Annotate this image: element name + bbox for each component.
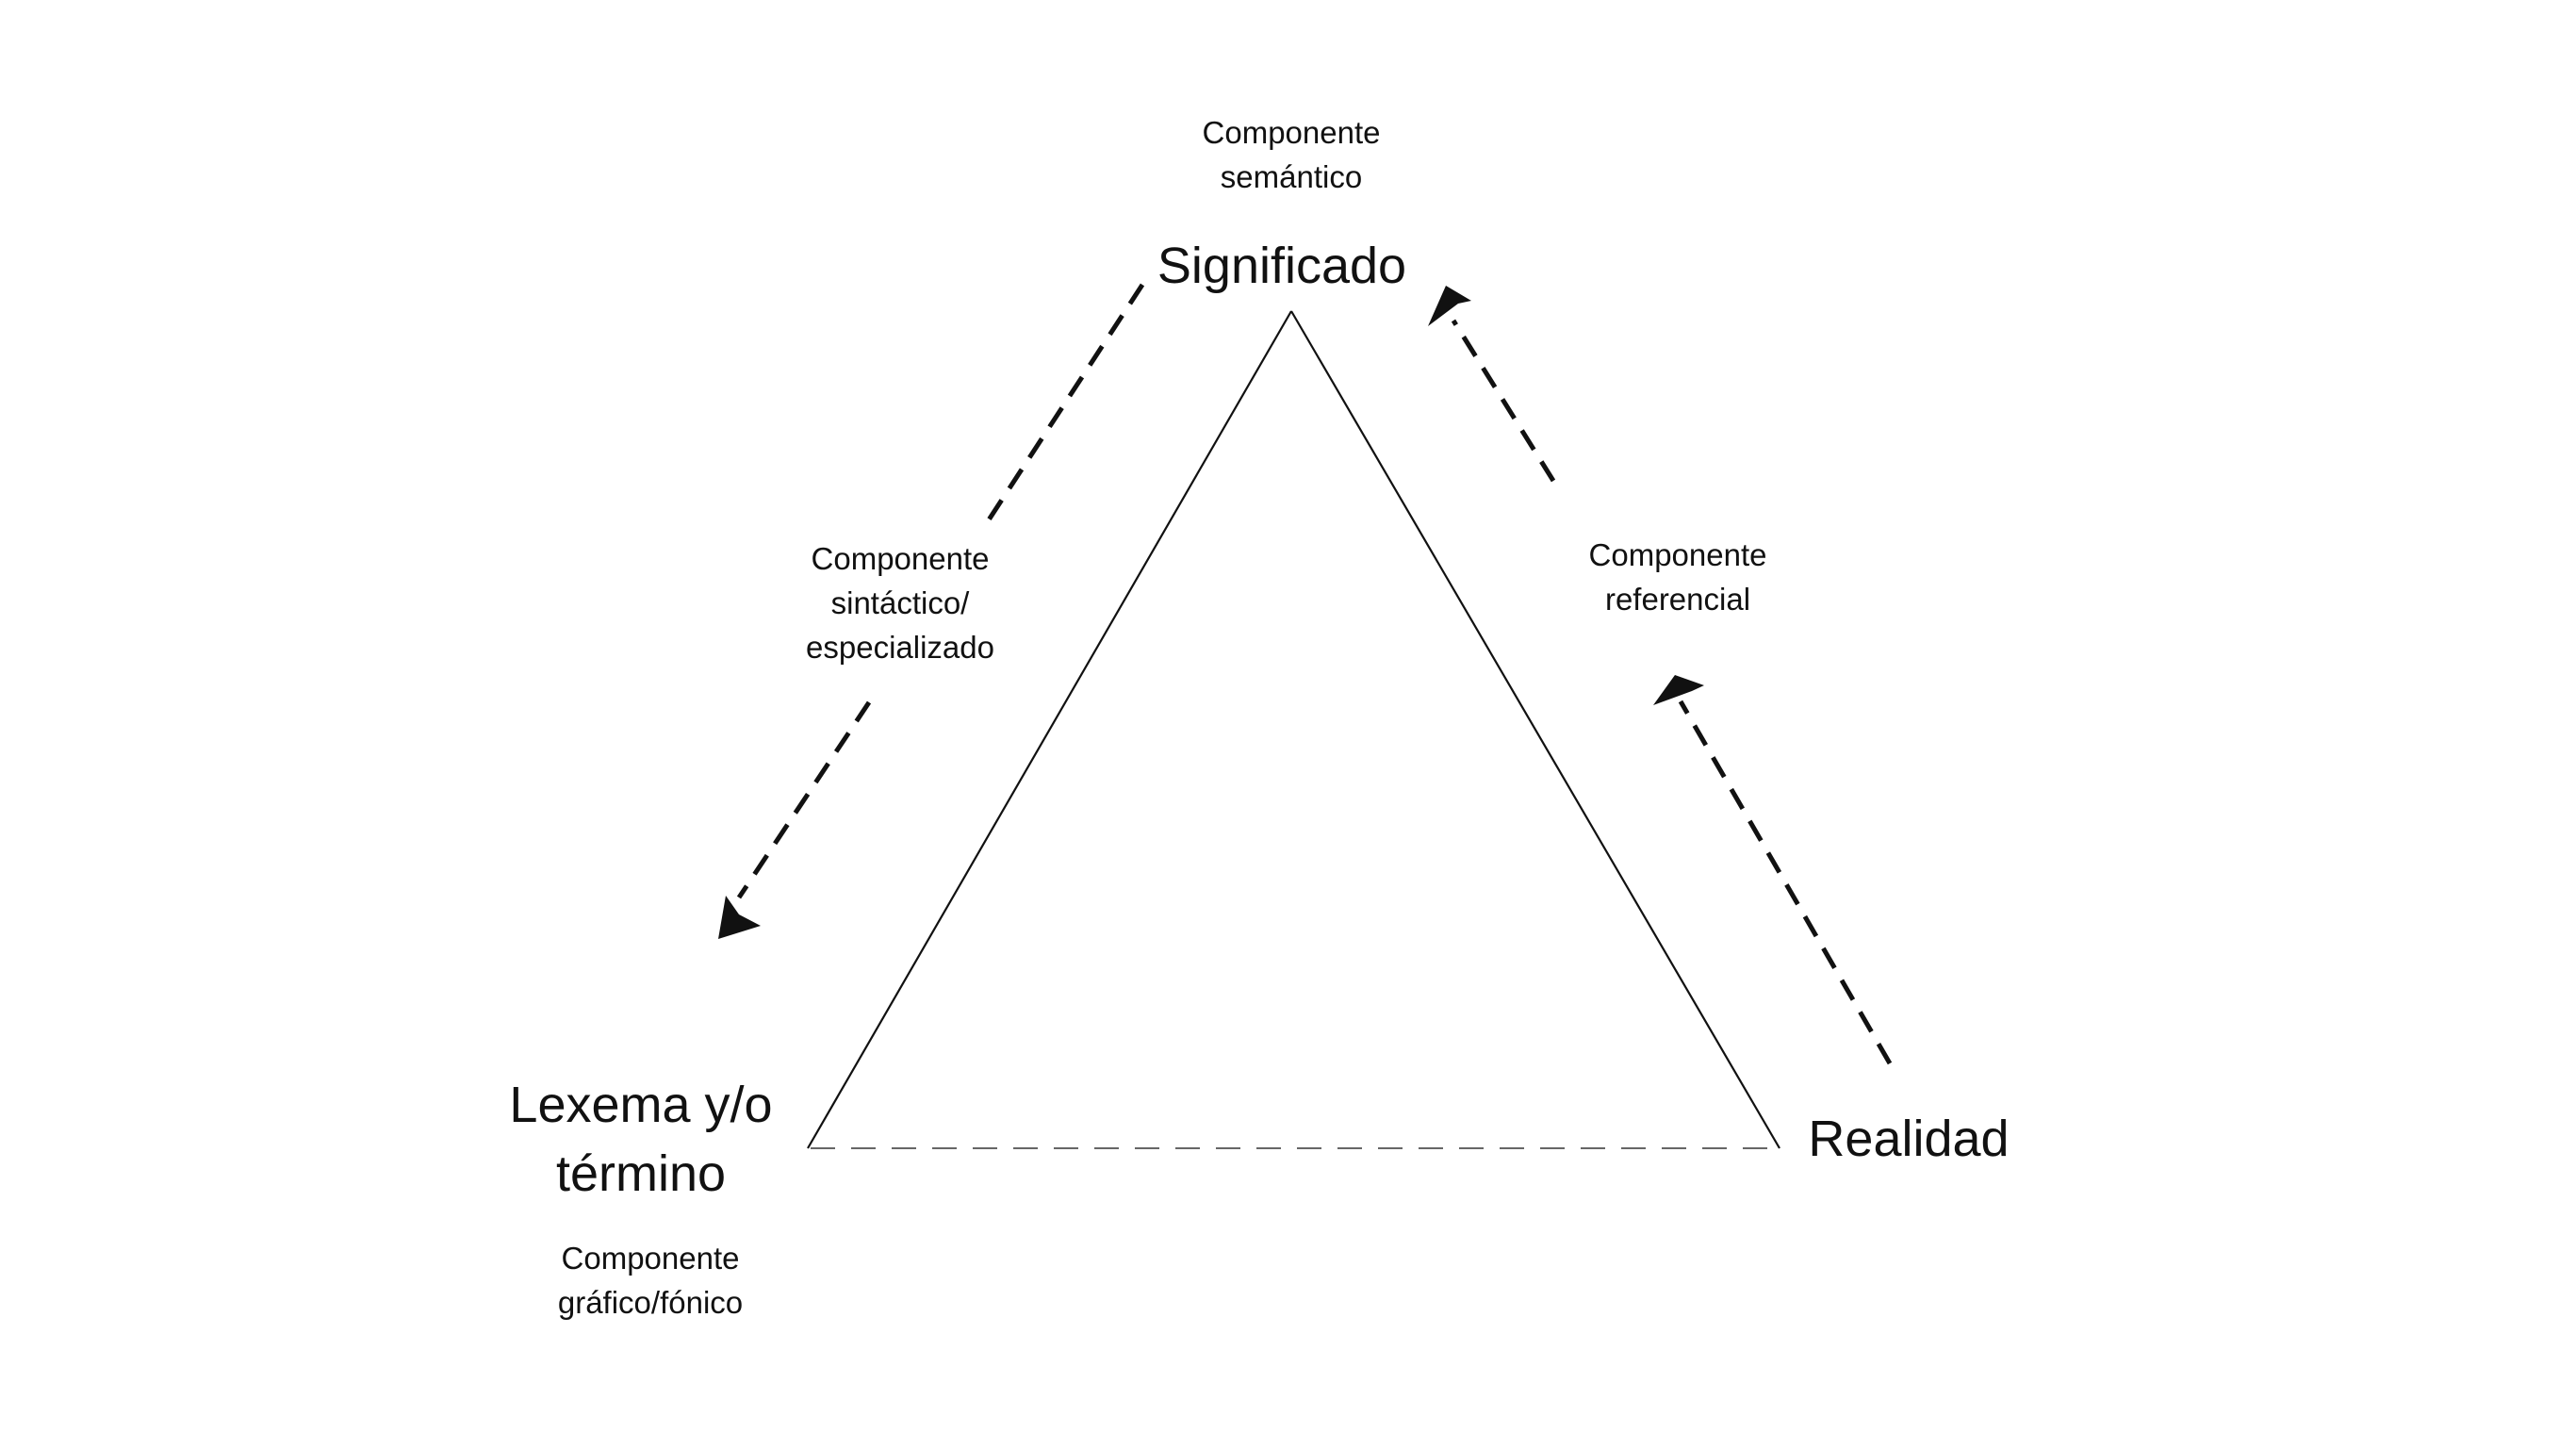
left-arrow-lower-segment xyxy=(736,700,872,899)
right-arrowhead-upper xyxy=(1428,286,1471,326)
left-arrowhead xyxy=(718,896,761,939)
lexema-title-line-2: término xyxy=(555,1144,727,1202)
syntactic-component-line-3: especializado xyxy=(806,629,994,665)
semantic-component-line-2: semántico xyxy=(1220,158,1363,194)
syntactic-component-label: Componente sintáctico/ especializado xyxy=(754,537,1046,670)
right-arrow-lower-segment xyxy=(1678,700,1893,1065)
semantic-component-label: Componente semántico xyxy=(1140,111,1442,200)
referential-component-label: Componente referencial xyxy=(1536,534,1819,622)
referential-component-line-2: referencial xyxy=(1604,581,1751,617)
right-arrowhead-lower xyxy=(1653,675,1704,705)
right-arrow-upper-segment xyxy=(1451,319,1556,483)
realidad-title-text: Realidad xyxy=(1808,1111,2010,1167)
realidad-node-title: Realidad xyxy=(1781,1105,2036,1174)
triangle-right-side xyxy=(1290,310,1780,1149)
left-arrow-upper-segment xyxy=(985,283,1145,523)
referential-component-line-1: Componente xyxy=(1588,537,1767,572)
graphic-phonic-line-1: Componente xyxy=(561,1241,740,1276)
significado-node-title: Significado xyxy=(1112,232,1452,301)
triangle-left-side xyxy=(807,310,1292,1149)
syntactic-component-line-1: Componente xyxy=(811,541,990,576)
lexema-title-line-1: Lexema y/o xyxy=(509,1077,773,1133)
lexema-node-title: Lexema y/o término xyxy=(471,1071,811,1209)
significado-title-text: Significado xyxy=(1157,238,1407,294)
semantic-component-line-1: Componente xyxy=(1202,115,1381,150)
syntactic-component-line-2: sintáctico/ xyxy=(830,585,970,620)
graphic-phonic-component-label: Componente gráfico/fónico xyxy=(509,1237,792,1326)
graphic-phonic-line-2: gráfico/fónico xyxy=(557,1284,744,1320)
